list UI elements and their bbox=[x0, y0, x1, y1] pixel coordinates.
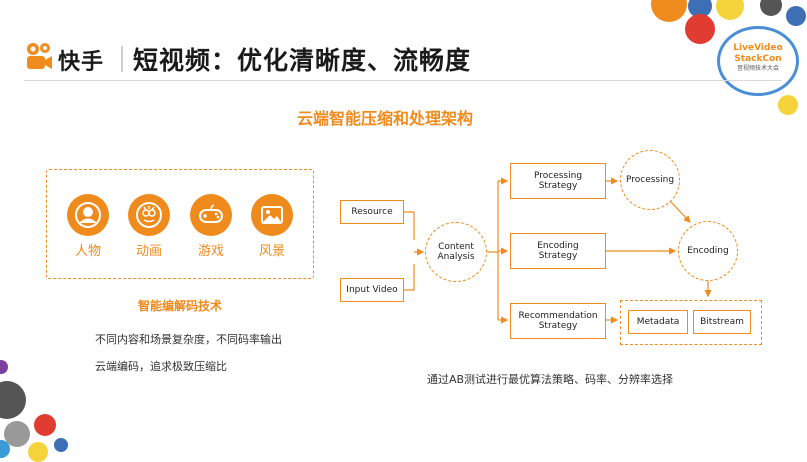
ab-test-caption: 通过AB测试进行最优算法策略、码率、分辨率选择 bbox=[426, 373, 674, 386]
landscape-icon bbox=[251, 194, 293, 236]
node-label: Bitstream bbox=[700, 317, 744, 327]
decor-dot bbox=[4, 421, 30, 447]
kuaishou-logo-icon bbox=[27, 43, 52, 69]
title-divider bbox=[121, 46, 123, 72]
category-game: 游戏 bbox=[187, 194, 235, 259]
output-group bbox=[620, 300, 762, 345]
cartoon-icon bbox=[128, 194, 170, 236]
metadata-node: Metadata bbox=[628, 310, 688, 334]
node-label: Resource bbox=[351, 207, 393, 217]
decor-dot bbox=[0, 360, 8, 374]
section-title: 云端智能压缩和处理架构 bbox=[296, 109, 473, 128]
description-line: 云端编码，追求极致压缩比 bbox=[95, 360, 227, 373]
decor-dot bbox=[786, 6, 806, 26]
gamepad-icon bbox=[190, 194, 232, 236]
node-label: Strategy bbox=[538, 251, 578, 261]
node-label: Input Video bbox=[346, 285, 398, 295]
decor-dot bbox=[760, 0, 782, 16]
conference-badge: LiveVideo StackCon 音视频技术大会 bbox=[717, 26, 799, 96]
input-video-node: Input Video bbox=[340, 278, 404, 302]
node-label: Content bbox=[438, 242, 474, 252]
processing-strategy-node: Processing Strategy bbox=[510, 163, 606, 199]
node-label: Recommendation bbox=[518, 311, 598, 321]
badge-line3: 音视频技术大会 bbox=[736, 65, 779, 72]
header-divider bbox=[24, 80, 782, 81]
encoding-strategy-node: Encoding Strategy bbox=[510, 233, 606, 269]
resource-node: Resource bbox=[340, 200, 404, 224]
node-label: Processing bbox=[625, 175, 675, 185]
brand-name: 快手 bbox=[58, 50, 105, 75]
category-person: 人物 bbox=[64, 194, 112, 259]
decor-dot bbox=[688, 0, 712, 18]
node-label: Processing bbox=[533, 171, 583, 181]
node-label: Encoding bbox=[537, 241, 579, 251]
badge-line1: LiveVideo bbox=[733, 43, 783, 53]
recommendation-strategy-node: Recommendation Strategy bbox=[510, 303, 606, 339]
category-landscape: 风景 bbox=[248, 194, 296, 259]
page-title: 短视频：优化清晰度、流畅度 bbox=[133, 46, 472, 75]
decor-dot bbox=[34, 414, 56, 436]
category-label: 人物 bbox=[74, 244, 101, 259]
category-label: 游戏 bbox=[197, 244, 224, 259]
description-line: 不同内容和场景复杂度，不同码率输出 bbox=[95, 333, 282, 346]
node-label: Analysis bbox=[437, 252, 475, 262]
node-label: Strategy bbox=[538, 321, 578, 331]
decor-dot bbox=[0, 440, 10, 458]
encoding-node: Encoding bbox=[678, 221, 738, 281]
node-label: Strategy bbox=[538, 181, 578, 191]
decor-dot bbox=[778, 95, 798, 115]
category-label: 动画 bbox=[135, 244, 162, 259]
badge-line2: StackCon bbox=[734, 54, 782, 64]
content-analysis-node: Content Analysis bbox=[425, 222, 487, 282]
content-category-panel bbox=[46, 169, 314, 279]
bitstream-node: Bitstream bbox=[693, 310, 751, 334]
codec-tech-subtitle: 智能编解码技术 bbox=[137, 299, 222, 313]
decor-dot bbox=[716, 0, 744, 20]
processing-node: Processing bbox=[620, 150, 680, 210]
category-animation: 动画 bbox=[125, 194, 173, 259]
decor-dot bbox=[651, 0, 687, 22]
node-label: Metadata bbox=[636, 317, 680, 327]
node-label: Encoding bbox=[687, 246, 729, 256]
decor-dot bbox=[54, 438, 68, 452]
person-icon bbox=[67, 194, 109, 236]
decor-dot bbox=[685, 14, 715, 44]
category-label: 风景 bbox=[258, 244, 285, 259]
